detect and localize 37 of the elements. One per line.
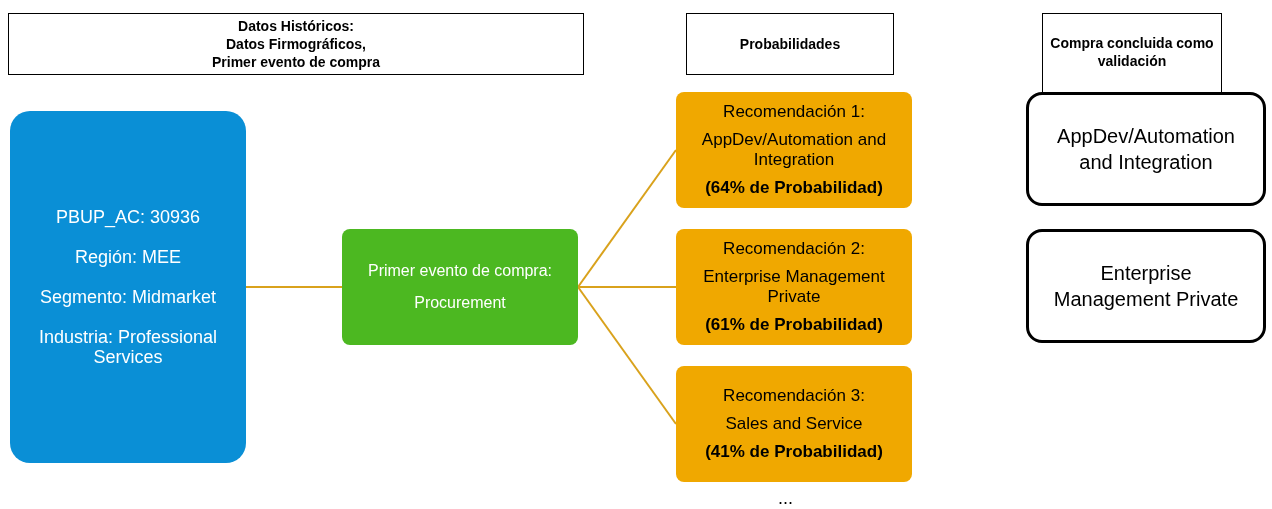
- node-text: Compra concluida como validación: [1049, 34, 1215, 70]
- node-text: Sales and Service: [725, 414, 863, 434]
- node-text: Primer evento de compra:: [367, 261, 553, 281]
- ellipsis-text: ...: [778, 488, 793, 508]
- header-box: [8, 13, 584, 75]
- node-text: Probabilidades: [739, 35, 841, 53]
- node-text: AppDev/Automation and Integration: [1056, 124, 1236, 175]
- node-text: Segmento: Midmarket: [39, 287, 217, 307]
- node-text: Datos Históricos:: [238, 17, 354, 35]
- header-box: [686, 13, 894, 75]
- node-text: Procurement: [414, 293, 506, 313]
- node-text: AppDev/Automation and Integration: [700, 130, 888, 170]
- node-text: Industria: Professional Services: [37, 327, 219, 367]
- connector-line: [577, 286, 677, 425]
- connector-line: [577, 286, 677, 288]
- node-text: Datos Firmográficos,: [226, 35, 366, 53]
- node-text: Recomendación 3:: [723, 386, 865, 406]
- node-text: (61% de Probabilidad): [705, 315, 883, 335]
- recommendation-box: [676, 229, 912, 345]
- node-text: Enterprise Management Private: [1052, 261, 1240, 312]
- header-box: [1042, 13, 1222, 95]
- node-text: (64% de Probabilidad): [705, 178, 883, 198]
- event-box: [342, 229, 578, 345]
- connector-line: [577, 149, 677, 288]
- info-card: [10, 111, 246, 463]
- node-text: Primer evento de compra: [211, 53, 381, 71]
- node-text: Recomendación 2:: [723, 239, 865, 259]
- node-text: Región: MEE: [74, 247, 182, 267]
- result-box: [1026, 229, 1266, 343]
- node-text: PBUP_AC: 30936: [55, 207, 201, 227]
- connector-line: [245, 286, 343, 288]
- result-box: [1026, 92, 1266, 206]
- node-text: (41% de Probabilidad): [705, 442, 883, 462]
- recommendation-box: [676, 366, 912, 482]
- recommendation-box: [676, 92, 912, 208]
- node-text: Enterprise Management Private: [702, 267, 886, 307]
- node-text: Recomendación 1:: [723, 102, 865, 122]
